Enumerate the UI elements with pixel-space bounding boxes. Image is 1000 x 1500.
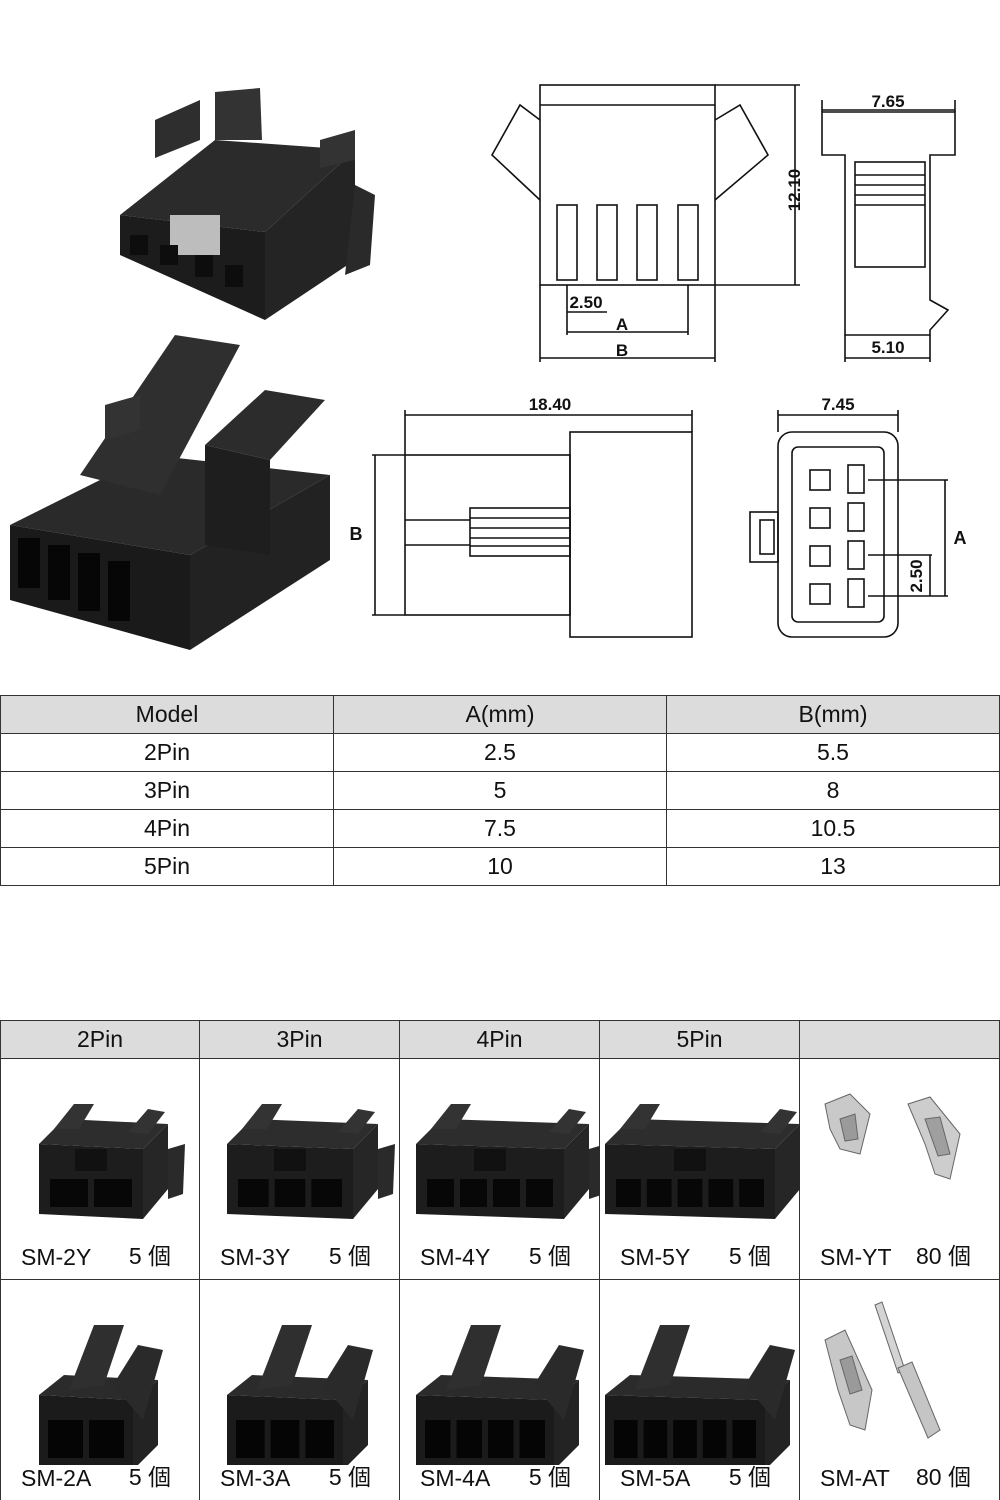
part-number-label: SM-5Y <box>620 1244 691 1270</box>
product-cell: SM-5Y 5 個 <box>600 1059 800 1280</box>
dim-a-end-label: A <box>954 528 967 548</box>
table-row: 3Pin 5 8 <box>0 771 1000 810</box>
grid-header-1: 3Pin <box>200 1021 400 1059</box>
column-header-a: A(mm) <box>333 695 667 734</box>
quantity-label: 80 個 <box>916 1464 971 1490</box>
terminal-photo <box>824 1093 961 1180</box>
table-cell: 5Pin <box>0 847 334 886</box>
table-row: 2Pin 2.5 5.5 <box>0 733 1000 772</box>
quantity-label: 5 個 <box>728 1464 771 1490</box>
dim-length-label: 18.40 <box>529 395 572 414</box>
column-header-b: B(mm) <box>666 695 1000 734</box>
part-number-label: SM-2Y <box>21 1244 92 1270</box>
dim-end-width-label: 7.45 <box>821 395 854 414</box>
male-connector-photo <box>416 1325 584 1465</box>
male-connector-photo <box>39 1325 163 1465</box>
terminal-photo <box>824 1301 941 1439</box>
grid-header-3: 5Pin <box>600 1021 800 1059</box>
quantity-label: 5 個 <box>728 1243 771 1269</box>
table-row: 4Pin 7.5 10.5 <box>0 809 1000 848</box>
part-number-label: SM-4Y <box>420 1244 491 1270</box>
table-header-row: Model A(mm) B(mm) <box>0 695 1000 734</box>
part-number-label: SM-5A <box>620 1465 691 1491</box>
technical-drawing-area: 12.10 2.50 A B 7.65 5.10 <box>0 0 1000 670</box>
table-cell: 4Pin <box>0 809 334 848</box>
quantity-label: 5 個 <box>328 1464 371 1490</box>
grid-header-2: 4Pin <box>400 1021 600 1059</box>
table-cell: 2.5 <box>333 733 667 772</box>
part-number-label: SM-4A <box>420 1465 491 1491</box>
table-cell: 8 <box>666 771 1000 810</box>
table-cell: 2Pin <box>0 733 334 772</box>
drawing-canvas: 12.10 2.50 A B 7.65 5.10 <box>10 84 967 650</box>
dim-b-side-label: B <box>350 524 363 544</box>
quantity-label: 5 個 <box>328 1243 371 1269</box>
side-view-drawing <box>821 100 956 362</box>
part-number-label: SM-YT <box>820 1244 892 1270</box>
quantity-label: 80 個 <box>916 1243 971 1269</box>
dim-end-pitch-label: 2.50 <box>907 559 926 592</box>
product-cell: SM-2A 5 個 <box>0 1280 200 1500</box>
column-header-model: Model <box>0 695 334 734</box>
female-housing-photo <box>120 88 375 320</box>
product-cell: SM-4Y 5 個 <box>400 1059 600 1280</box>
product-cell: SM-5A 5 個 <box>600 1280 800 1500</box>
quantity-label: 5 個 <box>528 1464 571 1490</box>
dim-pitch-label: 2.50 <box>569 293 602 312</box>
grid-header-4 <box>800 1021 1000 1059</box>
male-side-view-drawing <box>372 410 693 638</box>
male-connector-photo <box>227 1325 373 1465</box>
part-number-label: SM-AT <box>820 1465 890 1491</box>
product-cell: SM-3Y 5 個 <box>200 1059 400 1280</box>
part-number-label: SM-3A <box>220 1465 291 1491</box>
product-cell: SM-AT 80 個 <box>800 1280 1000 1500</box>
table-cell: 13 <box>666 847 1000 886</box>
quantity-label: 5 個 <box>128 1464 171 1490</box>
part-number-label: SM-3Y <box>220 1244 291 1270</box>
dimension-table: Model A(mm) B(mm) 2Pin 2.5 5.5 3Pin 5 8 … <box>0 695 1000 886</box>
part-number-label: SM-2A <box>21 1465 92 1491</box>
female-connector-photo <box>416 1104 600 1219</box>
table-cell: 10 <box>333 847 667 886</box>
product-cell: SM-YT 80 個 <box>800 1059 1000 1280</box>
male-housing-photo <box>10 335 330 650</box>
table-cell: 5 <box>333 771 667 810</box>
table-row: 5Pin 10 13 <box>0 847 1000 886</box>
table-cell: 10.5 <box>666 809 1000 848</box>
product-cell: SM-3A 5 個 <box>200 1280 400 1500</box>
dim-height-label: 12.10 <box>785 169 804 212</box>
dim-base-label: 5.10 <box>871 338 904 357</box>
dim-b-label: B <box>616 341 628 360</box>
quantity-label: 5 個 <box>528 1243 571 1269</box>
female-connector-photo <box>227 1104 395 1219</box>
female-connector-photo <box>605 1104 800 1219</box>
dim-width-label: 7.65 <box>871 92 904 111</box>
grid-header-0: 2Pin <box>0 1021 200 1059</box>
female-connector-photo <box>39 1104 185 1219</box>
end-view-drawing <box>749 410 948 638</box>
male-connector-photo <box>605 1325 795 1465</box>
front-view-drawing <box>490 84 800 362</box>
table-cell: 7.5 <box>333 809 667 848</box>
product-cell: SM-4A 5 個 <box>400 1280 600 1500</box>
table-cell: 5.5 <box>666 733 1000 772</box>
quantity-label: 5 個 <box>128 1243 171 1269</box>
dim-a-label: A <box>616 315 628 334</box>
table-cell: 3Pin <box>0 771 334 810</box>
product-cell: SM-2Y 5 個 <box>0 1059 200 1280</box>
